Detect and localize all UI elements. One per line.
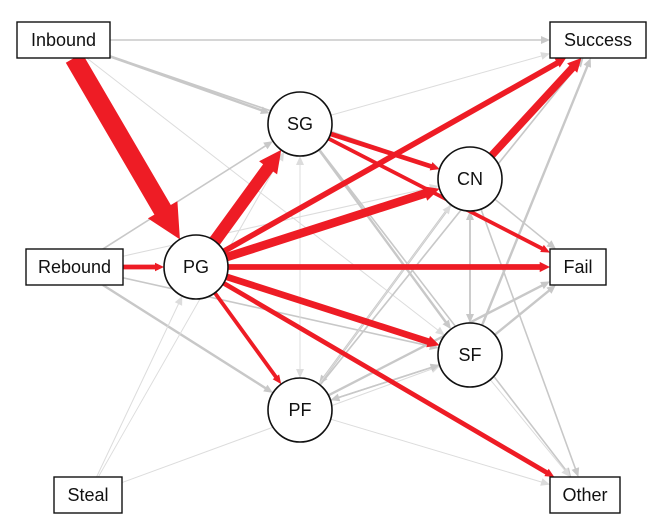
- edge-rebound-to-pg: [123, 262, 164, 272]
- node-fail: Fail: [549, 248, 607, 286]
- edge-steal-to-sg: [97, 151, 285, 478]
- edge-rebound-to-sg: [102, 141, 273, 250]
- node-sg-label: SG: [287, 114, 313, 134]
- edge-pg-to-sg: [209, 149, 282, 245]
- node-pf-label: PF: [288, 400, 311, 420]
- node-steal: Steal: [53, 476, 123, 514]
- node-cn: CN: [437, 146, 503, 212]
- edge-pg-to-other: [222, 281, 555, 477]
- node-pg-label: PG: [183, 257, 209, 277]
- node-rebound-label: Rebound: [38, 257, 111, 277]
- node-other: Other: [549, 476, 621, 514]
- edge-pg-to-fail: [228, 261, 550, 273]
- minor-edge-layer: [86, 36, 591, 486]
- node-pg: PG: [163, 234, 229, 300]
- node-inbound-label: Inbound: [31, 30, 96, 50]
- node-sg: SG: [267, 91, 333, 157]
- node-other-label: Other: [562, 485, 607, 505]
- major-edge-layer: [65, 53, 582, 477]
- edge-sf-to-other: [489, 379, 571, 477]
- edge-cn-to-fail: [494, 198, 556, 249]
- edge-inbound-to-pg: [65, 53, 180, 240]
- node-success: Success: [549, 21, 647, 59]
- edge-sg-to-other: [318, 148, 572, 477]
- edge-rebound-to-sf: [122, 277, 439, 350]
- edge-sg-to-success: [330, 52, 550, 116]
- edge-pf-to-fail: [327, 281, 550, 397]
- node-inbound: Inbound: [16, 21, 111, 59]
- edge-pf-to-sf: [330, 363, 440, 401]
- node-fail-label: Fail: [563, 257, 592, 277]
- edge-sg-to-fail: [327, 136, 550, 253]
- edge-pg-to-pf: [213, 291, 282, 385]
- node-cn-label: CN: [457, 169, 483, 189]
- node-sf-label: SF: [458, 345, 481, 365]
- edge-inbound-to-success: [110, 36, 550, 44]
- edge-rebound-to-pf: [102, 284, 273, 393]
- edge-sg-to-cn: [329, 131, 440, 171]
- edge-pf-to-success: [319, 58, 584, 386]
- edge-pf-to-other: [330, 418, 550, 486]
- edge-sg-to-sf: [318, 149, 451, 330]
- edge-cn-to-other: [480, 208, 580, 478]
- node-layer: Inbound Rebound Steal Success Fail Other: [16, 21, 647, 514]
- edge-pf-to-cn: [318, 204, 451, 385]
- node-pf: PF: [267, 377, 333, 443]
- node-success-label: Success: [564, 30, 632, 50]
- node-sf: SF: [437, 322, 503, 388]
- edge-steal-to-pg: [96, 295, 183, 478]
- edge-cn-to-success: [488, 58, 582, 158]
- edge-sf-to-fail: [494, 285, 556, 336]
- node-steal-label: Steal: [67, 485, 108, 505]
- node-rebound: Rebound: [25, 248, 124, 286]
- edge-pg-to-cn: [225, 186, 440, 262]
- edge-pg-to-sf: [225, 273, 440, 348]
- edge-sf-to-success: [480, 58, 591, 326]
